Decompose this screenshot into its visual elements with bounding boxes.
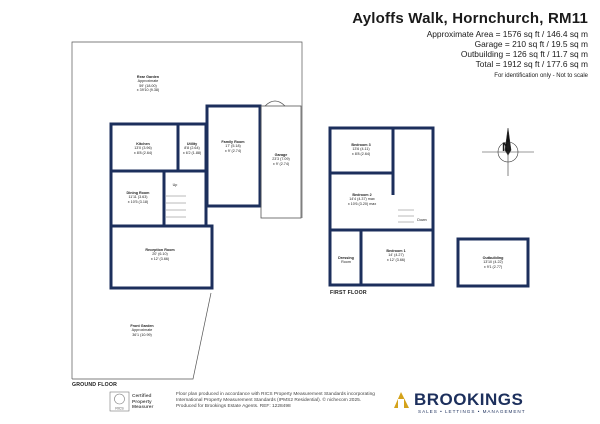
- room-label-utility: Utility 8'8 (2.64) x 6'2 (1.88): [182, 142, 202, 155]
- room-label-family-room: Family Room 17' (5.18) x 9' (2.74): [221, 140, 245, 153]
- stairs-down-label: Down: [417, 218, 427, 222]
- stairs-ground: [166, 195, 186, 218]
- garage-outline: [260, 100, 302, 219]
- identification-note: For identification only - Not to scale: [494, 73, 588, 79]
- rics-logo-icon: RICS: [109, 391, 130, 412]
- brookings-logo-icon: [394, 392, 409, 408]
- footer-disclaimer: Floor plan produced in accordance with R…: [176, 392, 375, 409]
- brand-tagline: SALES • LETTINGS • MANAGEMENT: [418, 409, 526, 414]
- room-label-dining-room: Dining Room 11'11 (3.63) x 10'5 (3.18): [126, 191, 150, 204]
- area-line-4: Total = 1912 sq ft / 177.6 sq m: [475, 59, 588, 69]
- room-label-reception-room: Reception Room 20' (6.10) x 12' (3.66): [145, 248, 175, 261]
- brand-name: BROOKINGS: [414, 390, 524, 409]
- svg-text:RICS: RICS: [115, 407, 124, 411]
- first-floor-walls: [328, 126, 435, 287]
- rics-certified-text: Certified Property Measurer: [132, 394, 154, 411]
- room-label-bedroom-3: Bedroom 3 13'6 (4.11) x 8'8 (2.64): [351, 143, 371, 156]
- compass-north-label: N: [502, 140, 511, 154]
- page-title: Ayloffs Walk, Hornchurch, RM11: [352, 10, 588, 27]
- stairs-first: [398, 209, 414, 223]
- room-label-dressing-room: Dressing Room: [338, 256, 354, 265]
- room-label-outbuilding: Outbuilding 13'10 (4.22) x 9'1 (2.77): [482, 256, 504, 269]
- room-label-rear-garden: Rear Garden Approximate 59' (18.00) x 39…: [136, 75, 160, 93]
- outbuilding-walls: [456, 237, 530, 288]
- room-label-bedroom-2: Bedroom 2 14'4 (4.37) max x 10'6 (3.20) …: [347, 193, 377, 206]
- ground-floor-walls: [109, 104, 262, 290]
- room-label-kitchen: Kitchen 13'0 (3.96) x 8'8 (2.64): [133, 142, 153, 155]
- room-label-garage: Garage 23'3 (7.09) x 9' (2.74): [272, 153, 290, 166]
- room-label-front-garden: Front Garden Approximate 36'1 (10.99): [130, 324, 154, 337]
- stairs-up-label: Up: [172, 183, 178, 187]
- compass-icon: [482, 127, 534, 176]
- area-line-1: Approximate Area = 1576 sq ft / 146.4 sq…: [426, 29, 588, 39]
- first-floor-label: FIRST FLOOR: [330, 290, 367, 296]
- room-label-bedroom-1: Bedroom 1 14' (4.27) x 12' (3.66): [386, 249, 406, 262]
- garden-outline: [71, 41, 303, 380]
- area-line-3: Outbuilding = 126 sq ft / 11.7 sq m: [460, 49, 588, 59]
- ground-floor-label: GROUND FLOOR: [72, 382, 118, 388]
- area-line-2: Garage = 210 sq ft / 19.5 sq m: [474, 39, 588, 49]
